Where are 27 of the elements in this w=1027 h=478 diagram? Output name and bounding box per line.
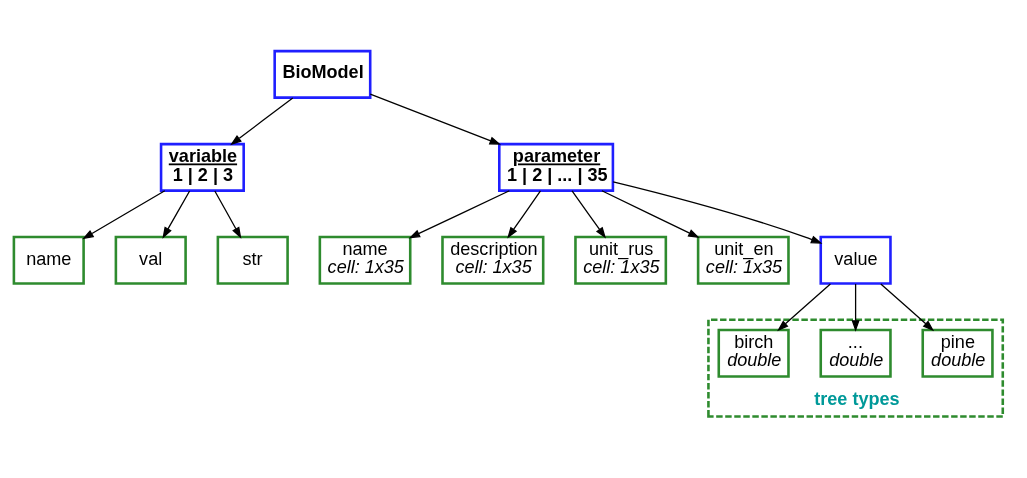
arrow: [612, 181, 823, 244]
node-box: pine double: [921, 328, 994, 378]
node-box: birch double: [717, 328, 790, 378]
arrow: [82, 190, 166, 240]
arrow: [507, 190, 542, 239]
arrow: [851, 283, 860, 332]
node-box: str: [216, 235, 289, 285]
node-box: name cell: 1x35: [318, 235, 412, 285]
arrow: [408, 190, 510, 239]
node-box: name: [12, 235, 85, 285]
arrow: [601, 190, 700, 238]
arrow: [777, 283, 832, 332]
node-box: description cell: 1x35: [441, 235, 545, 285]
node-box: BioModel: [273, 49, 372, 99]
node-box: ... double: [819, 328, 892, 378]
arrow: [880, 283, 935, 332]
node-box: parameter 1 | 2 | ... | 35: [498, 142, 615, 192]
node-box: unit_rus cell: 1x35: [574, 235, 668, 285]
arrow: [214, 190, 242, 239]
arrow: [571, 190, 606, 239]
arrow: [230, 97, 294, 146]
arrow: [369, 93, 502, 145]
node-box: val: [114, 235, 187, 285]
node-box: unit_en cell: 1x35: [696, 235, 790, 285]
node-box: value: [819, 235, 892, 285]
arrow: [162, 190, 191, 239]
node-box: variable 1 | 2 | 3: [159, 142, 245, 192]
